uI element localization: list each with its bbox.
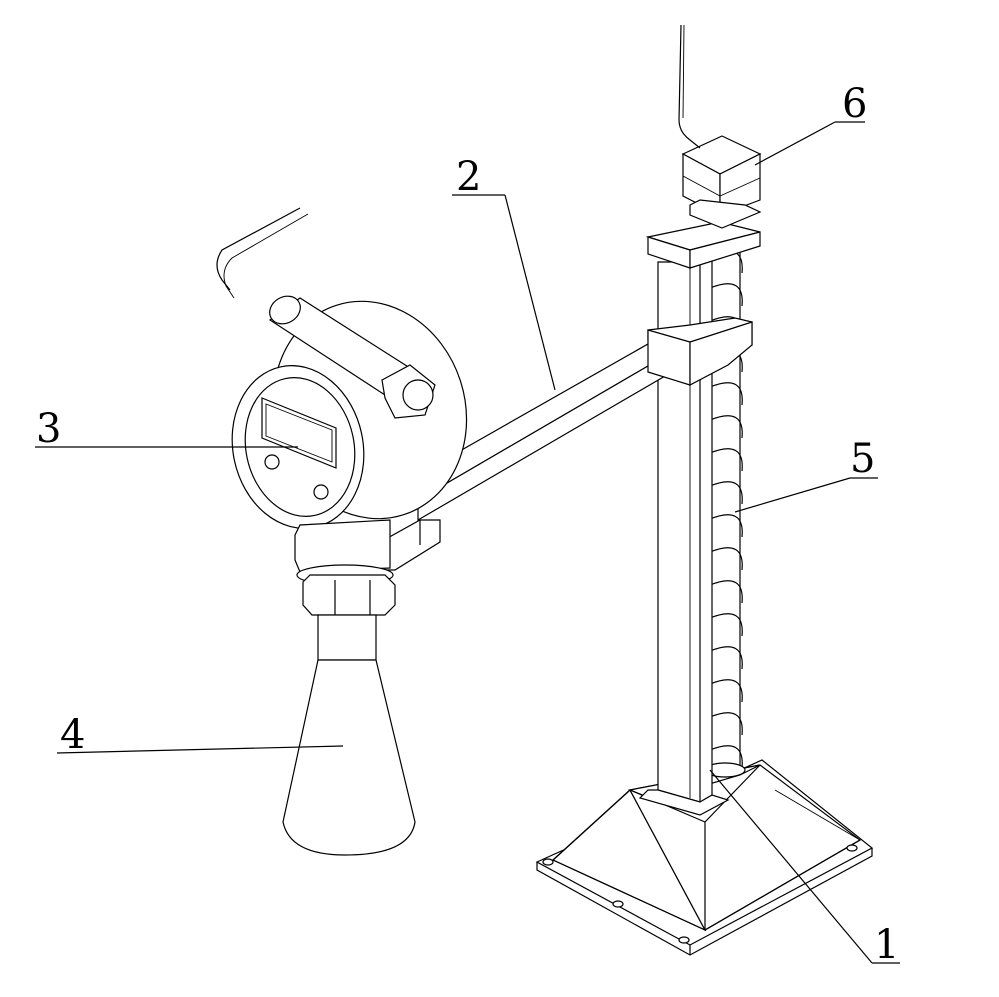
callout-labels: 1 2 3 4 5 6 — [36, 81, 899, 968]
thread-arc — [709, 382, 743, 406]
thread-arc — [709, 745, 743, 769]
leader-line-4 — [56, 745, 344, 754]
instrument-head — [216, 207, 468, 618]
leader-line-1 — [709, 769, 873, 964]
thread-arc — [709, 448, 743, 472]
column-top-plate — [645, 221, 761, 269]
thread-arc — [709, 712, 743, 736]
horn-antenna — [282, 614, 416, 856]
thread-arc — [709, 580, 743, 604]
leader-line-6 — [754, 121, 836, 166]
thread-arc — [709, 481, 743, 505]
motor — [678, 24, 762, 229]
thread-arc — [709, 646, 743, 670]
leader-line-5 — [734, 477, 851, 513]
horizontal-arm — [374, 317, 753, 571]
thread-arc — [709, 547, 743, 571]
thread-arc — [709, 514, 743, 538]
thread-arc — [709, 283, 743, 307]
label-3: 3 — [36, 406, 61, 452]
label-4: 4 — [60, 712, 85, 758]
label-1: 1 — [874, 922, 899, 968]
label-2: 2 — [456, 154, 481, 200]
thread-arc — [709, 679, 743, 703]
thread-arc — [709, 415, 743, 439]
thread-arc — [709, 613, 743, 637]
leader-lines — [35, 121, 900, 964]
label-5: 5 — [850, 436, 875, 482]
label-6: 6 — [842, 81, 867, 127]
